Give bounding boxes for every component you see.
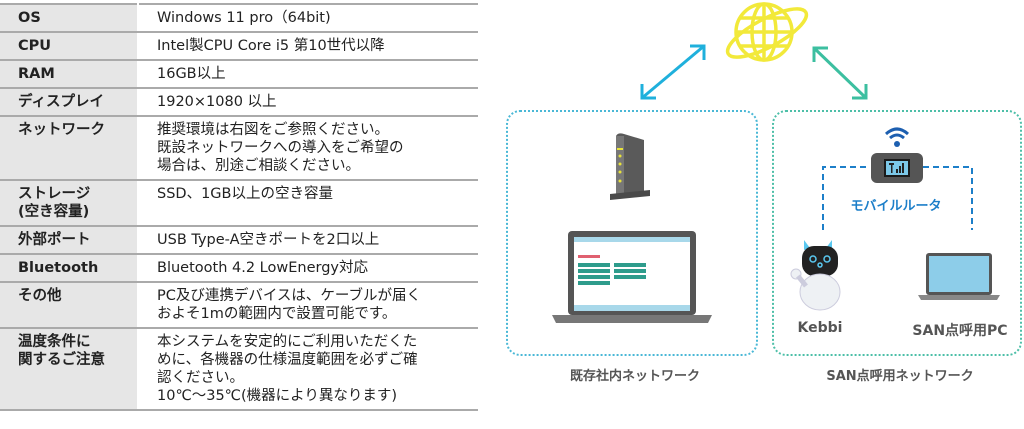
san-network-area [772,110,1022,356]
mobile-router-label: モバイルルータ [850,199,942,214]
dashed-connection-lines [822,166,973,230]
spec-label: CPU [0,32,139,61]
globe-icon [725,2,809,62]
existing-network-area [506,110,758,356]
kebbi-robot-icon [790,240,841,311]
wifi-icon [884,127,910,147]
spec-row: ストレージ (空き容量)SSD、1GB以上の空き容量 [0,180,478,227]
left-bidirectional-arrow [640,44,706,100]
spec-value: Bluetooth 4.2 LowEnergy対応 [138,254,478,283]
kebbi-label: Kebbi [797,320,843,336]
spec-value: USB Type-A空きポートを2口以上 [138,226,478,255]
spec-value: Intel製CPU Core i5 第10世代以降 [138,32,478,61]
spec-value: 16GB以上 [138,60,478,89]
spec-value: 推奨環境は右図をご参照ください。 既設ネットワークへの導入をご希望の 場合は、別… [138,116,478,181]
right-bidirectional-arrow [812,46,868,100]
spec-row: ネットワーク推奨環境は右図をご参照ください。 既設ネットワークへの導入をご希望の… [0,116,478,181]
spec-label: ストレージ (空き容量) [0,180,139,227]
san-pc-label: SAN点呼用PC [912,323,1008,339]
router-icon [610,133,650,200]
spec-value: Windows 11 pro（64bit) [138,3,478,33]
existing-network-label: 既存社内ネットワーク [569,369,700,384]
spec-label: ディスプレイ [0,88,139,117]
laptop-with-san-app-icon [552,231,712,323]
spec-label: ネットワーク [0,116,139,181]
spec-value: SSD、1GB以上の空き容量 [138,180,478,227]
spec-value: PC及び連携デバイスは、ケーブルが届く およそ1mの範囲内で設置可能です。 [138,282,478,329]
spec-label: その他 [0,282,139,329]
spec-label: Bluetooth [0,254,139,283]
spec-value: 1920×1080 以上 [138,88,478,117]
spec-label: 温度条件に 関するご注意 [0,328,139,411]
spec-row: 温度条件に 関するご注意本システムを安定的にご利用いただくた めに、各機器の仕様… [0,328,478,411]
spec-label: OS [0,3,139,33]
san-network-label: SAN点呼用ネットワーク [826,369,974,384]
spec-label: 外部ポート [0,226,139,255]
spec-value: 本システムを安定的にご利用いただくた めに、各機器の仕様温度範囲を必ずご確 認く… [138,328,478,411]
laptop-pc-icon [918,253,1000,300]
mobile-router-icon [871,153,923,183]
spec-label: RAM [0,60,139,89]
